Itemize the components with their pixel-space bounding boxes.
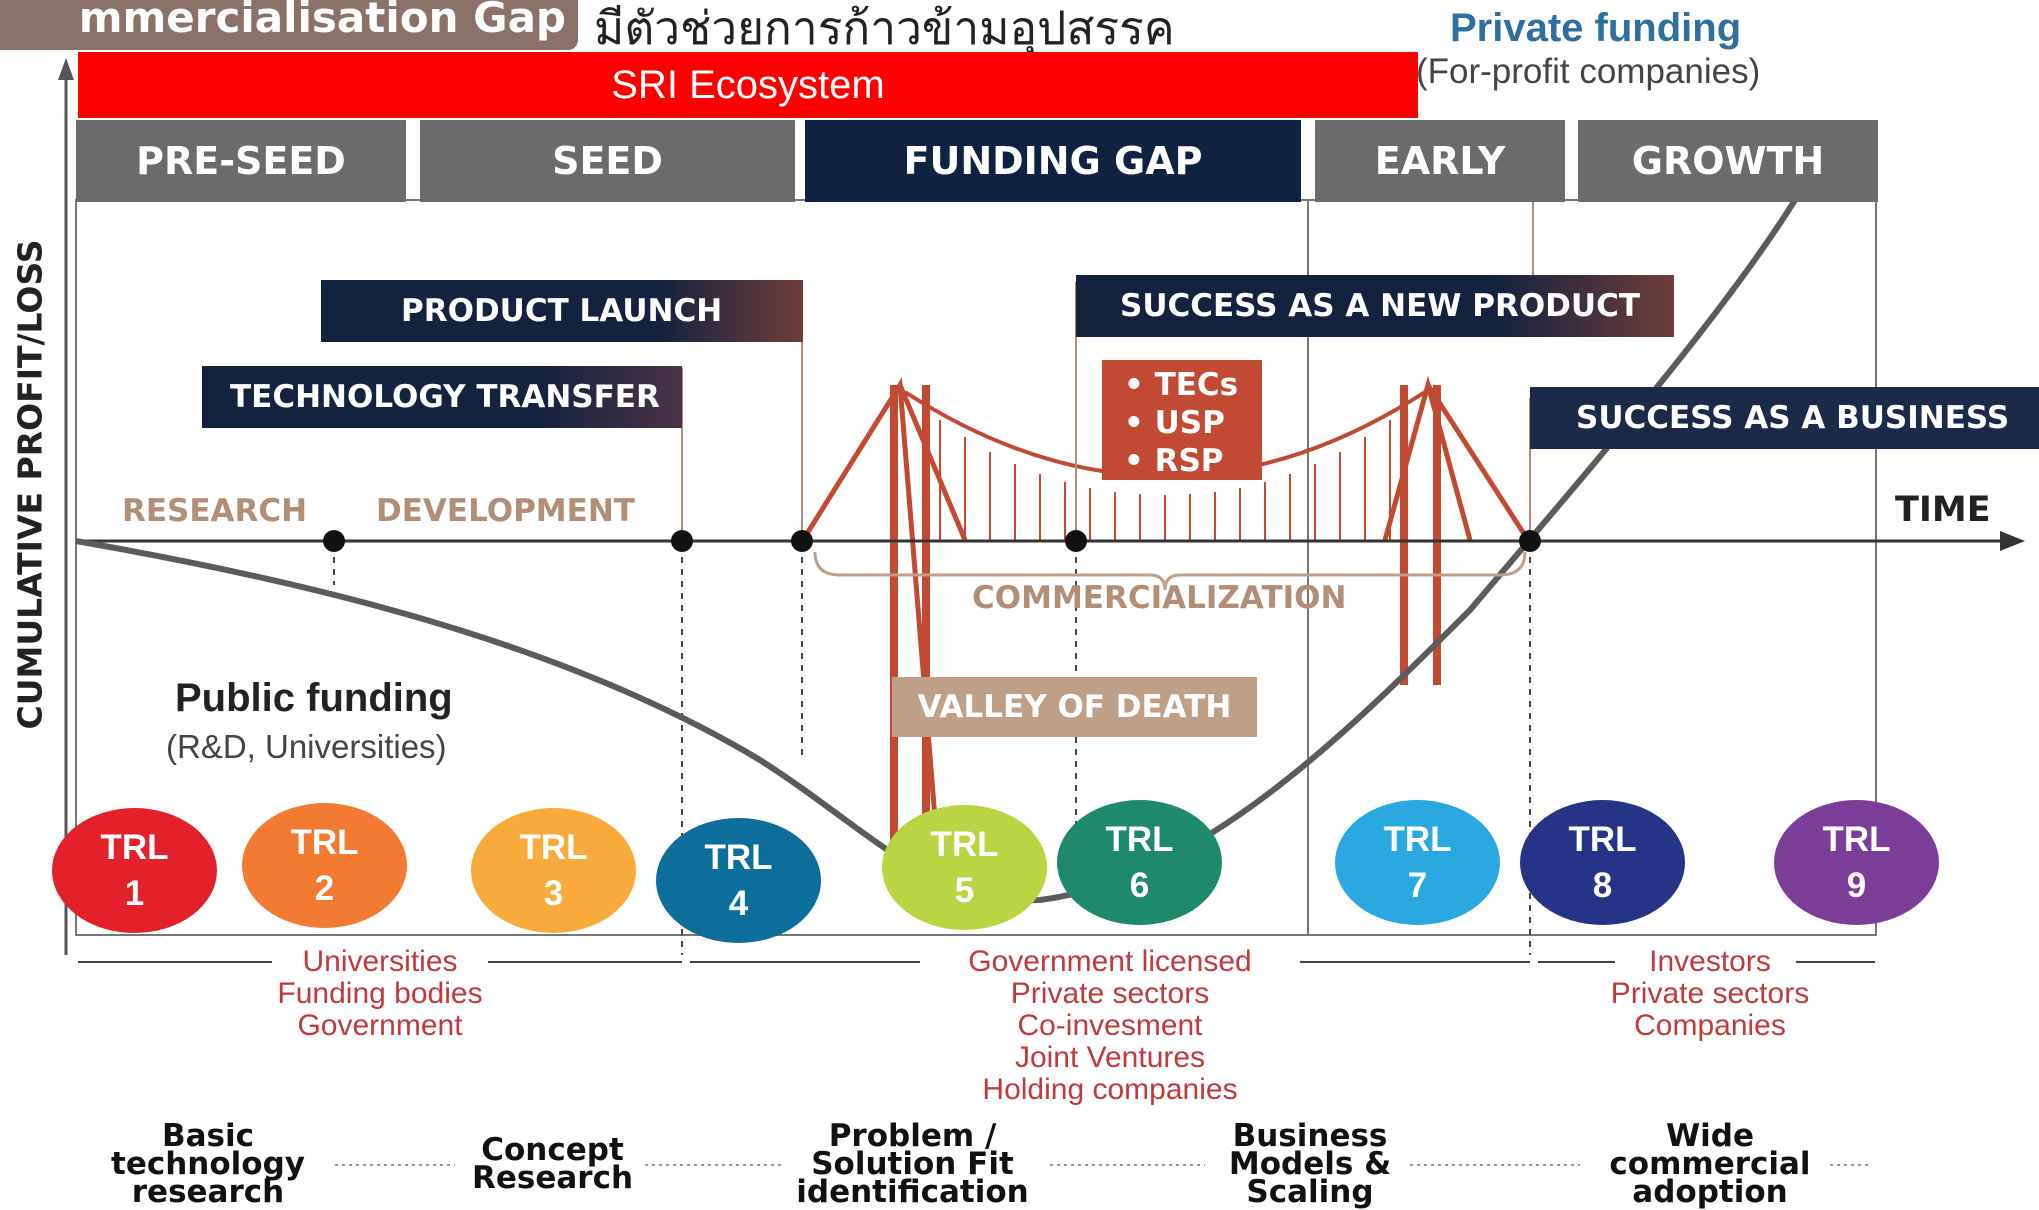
- sri-ecosystem-bar: SRI Ecosystem: [78, 52, 1418, 118]
- trl-2-label: TRL: [290, 822, 359, 862]
- phase-business-models-scaling: Business Models & Scaling: [1228, 1118, 1392, 1210]
- actor-middle-item: Holding companies: [982, 1073, 1238, 1106]
- phase-concept-research: Concept Research: [471, 1132, 634, 1196]
- trl-1-number: 1: [124, 873, 145, 913]
- actor-right-item: Companies: [1634, 1009, 1786, 1042]
- support-item-usp: • USP: [1124, 405, 1225, 441]
- trl-3-number: 3: [543, 873, 564, 913]
- trl-9-label: TRL: [1822, 819, 1891, 859]
- trl-8-label: TRL: [1568, 819, 1637, 859]
- y-axis-label: CUMULATIVE PROFIT/LOSS: [10, 239, 50, 730]
- actor-middle-item: Government licensed: [968, 945, 1252, 978]
- trl-1-label: TRL: [100, 827, 169, 867]
- trl-5-number: 5: [954, 870, 975, 910]
- banner-product-launch: PRODUCT LAUNCH: [321, 280, 803, 342]
- actor-left-item: Government: [297, 1009, 463, 1042]
- actor-left-item: Funding bodies: [277, 977, 483, 1010]
- y-axis-arrow: [58, 58, 74, 80]
- trl-7-number: 7: [1407, 865, 1428, 905]
- trl-8-circle: TRL 8: [1520, 800, 1685, 925]
- actors-right: Investors Private sectors Companies: [1590, 946, 1830, 1042]
- banner-success-new-product: SUCCESS AS A NEW PRODUCT: [1076, 275, 1674, 337]
- profit-loss-curve: [75, 198, 1798, 904]
- trl-6-circle: TRL 6: [1057, 800, 1222, 925]
- trl-5-circle: TRL 5: [882, 805, 1047, 930]
- x-axis-label: TIME: [1895, 490, 1991, 530]
- trl-7-label: TRL: [1383, 819, 1452, 859]
- actor-middle-item: Private sectors: [1010, 977, 1210, 1010]
- trl-2-number: 2: [314, 868, 335, 908]
- actors-middle: Government licensed Private sectors Co-i…: [920, 946, 1300, 1106]
- trl-8-number: 8: [1592, 865, 1613, 905]
- trl-6-number: 6: [1129, 865, 1150, 905]
- banner-success-business: SUCCESS AS A BUSINESS: [1530, 387, 2039, 449]
- trl-9-circle: TRL 9: [1774, 800, 1939, 925]
- phase-wide-adoption: Wide commercial adoption: [1609, 1118, 1811, 1210]
- actor-right-item: Private sectors: [1610, 977, 1810, 1010]
- stage-funding-gap: FUNDING GAP: [805, 120, 1301, 202]
- development-label: DEVELOPMENT: [376, 493, 635, 529]
- actor-middle-item: Co-invesment: [1017, 1009, 1203, 1042]
- stage-early: EARLY: [1315, 120, 1565, 202]
- trl-4-circle: TRL 4: [656, 818, 821, 943]
- trl-1-circle: TRL 1: [52, 808, 217, 933]
- trl-4-label: TRL: [704, 837, 773, 877]
- valley-of-death-box: VALLEY OF DEATH: [892, 677, 1257, 737]
- support-item-tecs: • TECs: [1124, 367, 1239, 403]
- support-item-rsp: • RSP: [1124, 443, 1224, 479]
- banner-technology-transfer: TECHNOLOGY TRANSFER: [202, 366, 682, 428]
- research-label: RESEARCH: [122, 493, 308, 529]
- trl-7-circle: TRL 7: [1335, 800, 1500, 925]
- trl-2-circle: TRL 2: [242, 803, 407, 928]
- left-title: mmercialisation Gap: [0, 0, 578, 50]
- trl-3-circle: TRL 3: [471, 808, 636, 933]
- trl-9-number: 9: [1846, 865, 1867, 905]
- stage-growth: GROWTH: [1578, 120, 1878, 202]
- private-funding-title: Private funding: [1450, 6, 1742, 50]
- public-funding-subtitle: (R&D, Universities): [166, 728, 447, 765]
- private-funding-subtitle: (For-profit companies): [1416, 52, 1761, 91]
- actor-left-item: Universities: [302, 945, 458, 978]
- actor-right-item: Investors: [1649, 945, 1771, 978]
- actor-middle-item: Joint Ventures: [1014, 1041, 1206, 1074]
- public-funding-title: Public funding: [175, 676, 453, 720]
- commercialization-label: COMMERCIALIZATION: [972, 580, 1347, 616]
- actors-left: Universities Funding bodies Government: [230, 946, 530, 1042]
- phase-basic-research: Basic technology research: [111, 1118, 305, 1210]
- trl-5-label: TRL: [930, 824, 999, 864]
- commercialization-bracket: [813, 551, 1527, 591]
- phase-problem-solution-fit: Problem / Solution Fit identification: [796, 1118, 1029, 1210]
- stage-seed: SEED: [420, 120, 795, 202]
- x-axis-arrow: [2000, 531, 2025, 551]
- thai-title: มีตัวช่วยการก้าวข้ามอุปสรรค: [594, 1, 1175, 55]
- support-mechanisms-box: • TECs • USP • RSP: [1102, 360, 1262, 480]
- trl-3-label: TRL: [519, 827, 588, 867]
- milestone-dots: [323, 530, 1541, 552]
- stage-pre-seed: PRE-SEED: [76, 120, 406, 202]
- trl-4-number: 4: [728, 883, 749, 923]
- trl-6-label: TRL: [1105, 819, 1174, 859]
